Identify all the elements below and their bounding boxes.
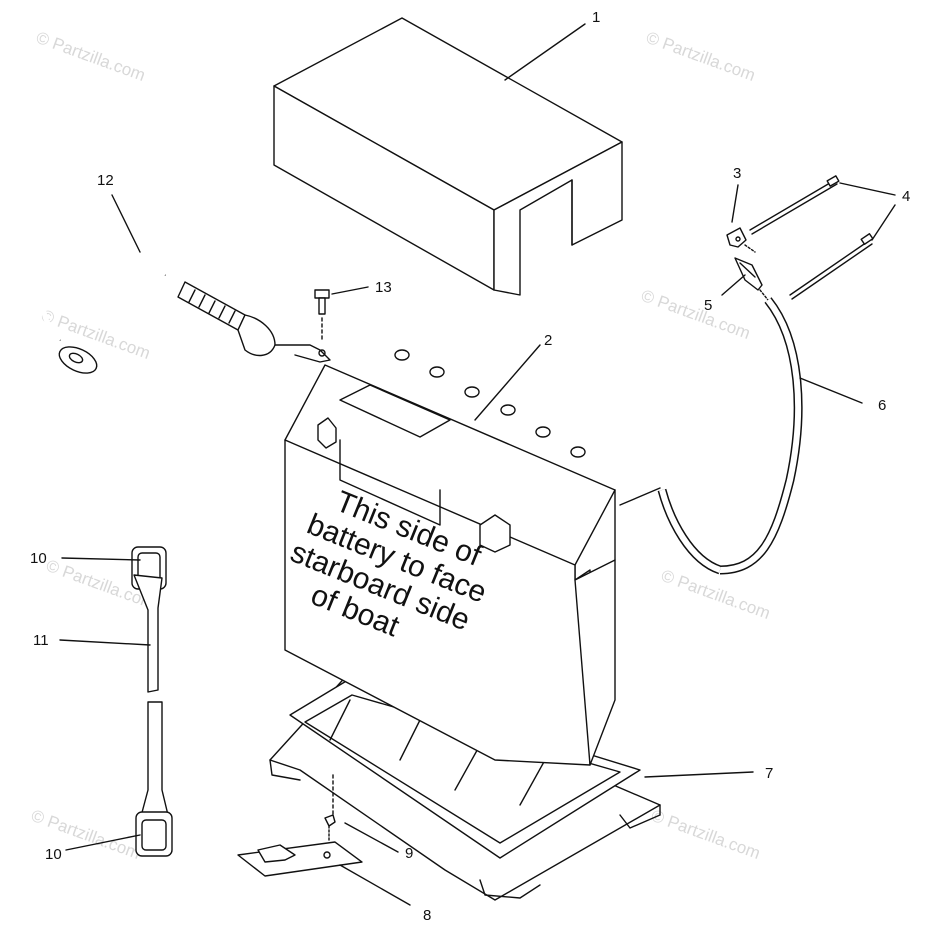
callout-labels: 1 2 3 4 5 6 7 8 9 10 10 11 12 13 (30, 9, 910, 924)
watermark: © Partzilla.com (659, 566, 773, 623)
callout-7: 7 (765, 765, 773, 782)
callout-4: 4 (902, 188, 910, 205)
callout-11: 11 (33, 632, 49, 649)
battery-label: This side of battery to face starboard s… (286, 485, 491, 644)
callout-10-top: 10 (30, 550, 47, 567)
battery-caps (394, 349, 586, 458)
battery: This side of battery to face starboard s… (284, 349, 616, 766)
watermark: © Partzilla.com (34, 28, 148, 85)
bolt-13 (314, 289, 330, 341)
callout-6: 6 (878, 397, 886, 414)
vent-assembly (619, 175, 874, 575)
callout-10-bottom: 10 (45, 846, 62, 863)
battery-cover (273, 17, 623, 296)
watermark: © Partzilla.com (639, 286, 753, 343)
leader-lines (59, 23, 896, 906)
hold-down-bracket (237, 774, 363, 877)
callout-1: 1 (592, 9, 600, 26)
callout-13: 13 (375, 279, 392, 296)
watermark: © Partzilla.com (644, 28, 758, 85)
callout-3: 3 (733, 165, 741, 182)
callout-12: 12 (97, 172, 114, 189)
callout-9: 9 (405, 845, 413, 862)
callout-5: 5 (704, 297, 712, 314)
battery-cable (40, 258, 331, 374)
battery-strap (131, 546, 173, 857)
callout-2: 2 (544, 332, 552, 349)
watermark: © Partzilla.com (649, 806, 763, 863)
callout-8: 8 (423, 907, 431, 924)
